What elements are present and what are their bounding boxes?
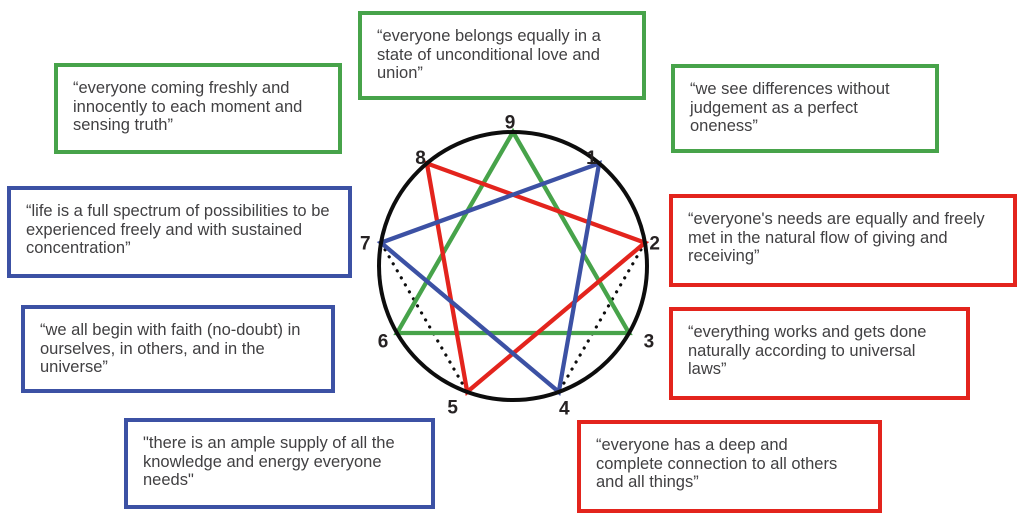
green-triad-triangle: [393, 127, 633, 336]
quote-box-bottom-left: "there is an ample supply of all the kno…: [124, 418, 435, 509]
triad-triangles: [376, 127, 650, 396]
dotted-chords: [379, 241, 647, 394]
quote-box-bottom-right: “everyone has a deep and complete connec…: [577, 420, 882, 513]
quote-box-middle-left: “life is a full spectrum of possibilitie…: [7, 186, 352, 278]
enneagram-number-5: 5: [447, 398, 458, 419]
quote-box-top-right: “we see differences without judgement as…: [671, 64, 939, 153]
quote-box-top-left: “everyone coming freshly and innocently …: [54, 63, 342, 154]
quote-box-middle-right: “everyone's needs are equally and freely…: [669, 194, 1017, 287]
enneagram-point-labels: 1 2 3 4 5 6 7 8 9: [360, 113, 660, 420]
enneagram-number-6: 6: [378, 332, 389, 353]
enneagram-number-4: 4: [559, 399, 570, 420]
enneagram-number-8: 8: [415, 148, 426, 169]
enneagram-number-3: 3: [644, 332, 655, 353]
quote-box-lower-right: “everything works and gets done naturall…: [669, 307, 970, 400]
blue-triad-triangle: [376, 160, 602, 396]
enneagram-circle: [377, 130, 649, 402]
quote-box-lower-left: “we all begin with faith (no-doubt) in o…: [21, 305, 335, 393]
enneagram-figure: 1 2 3 4 5 6 7 8 9: [360, 113, 660, 420]
quote-box-top-center: “everyone belongs equally in a state of …: [358, 11, 646, 100]
enneagram-number-1: 1: [586, 148, 597, 169]
red-triad-triangle: [424, 160, 650, 396]
enneagram-number-2: 2: [649, 234, 660, 255]
enneagram-number-7: 7: [360, 234, 371, 255]
enneagram-number-9: 9: [505, 113, 516, 134]
